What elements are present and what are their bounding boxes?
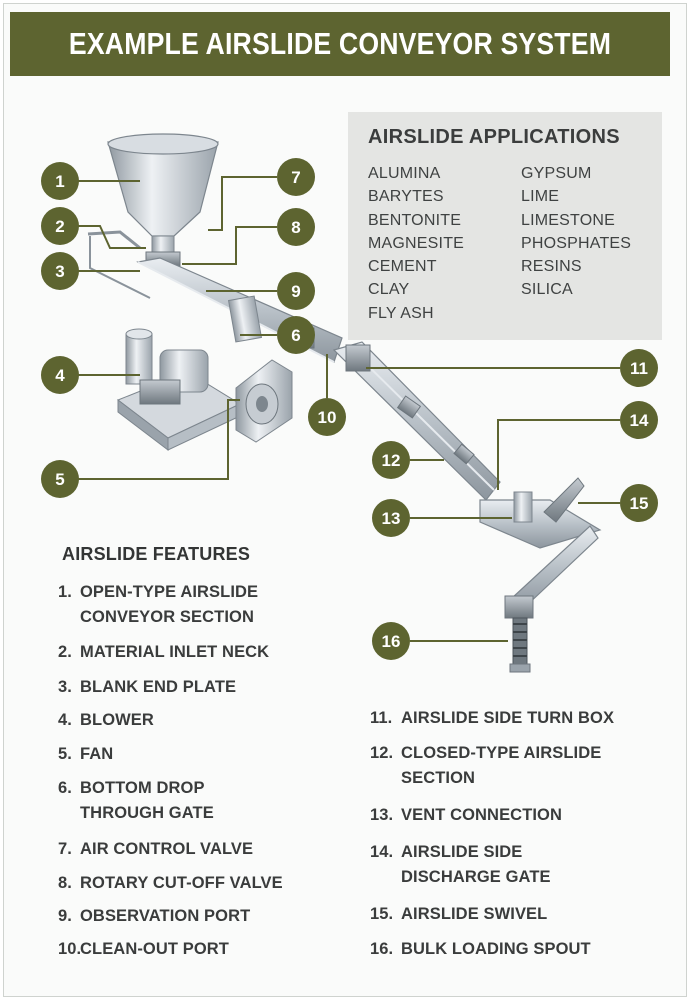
application-item: BENTONITE	[368, 211, 462, 229]
hopper-illustration	[87, 133, 219, 299]
feature-item: 7.AIR CONTROL VALVE	[58, 840, 254, 858]
svg-text:8: 8	[291, 218, 300, 237]
callout-16: 16	[372, 622, 410, 660]
closed-conveyor-illustration	[332, 341, 501, 501]
fan-illustration	[235, 359, 293, 443]
feature-item: 9.OBSERVATION PORT	[58, 907, 251, 925]
callout-1: 1	[41, 162, 79, 200]
feature-item: 12.CLOSED-TYPE AIRSLIDE SECTION	[370, 744, 602, 787]
application-item: LIMESTONE	[521, 211, 615, 229]
svg-text:13: 13	[382, 509, 401, 528]
callout-5: 5	[41, 460, 79, 498]
svg-text:9: 9	[291, 282, 300, 301]
feature-item: 15.AIRSLIDE SWIVEL	[370, 905, 548, 923]
feature-item: 13.VENT CONNECTION	[370, 806, 563, 824]
callout-11: 11	[620, 349, 658, 387]
header-banner: EXAMPLE AIRSLIDE CONVEYOR SYSTEM	[10, 12, 670, 76]
application-item: FLY ASH	[368, 304, 434, 322]
svg-text:11: 11	[630, 359, 648, 378]
feature-item: 8.ROTARY CUT-OFF VALVE	[58, 874, 283, 892]
blower-illustration	[116, 328, 242, 452]
application-item: PHOSPHATES	[521, 234, 632, 252]
svg-text:7: 7	[291, 168, 300, 187]
callout-15: 15	[620, 484, 658, 522]
application-item: MAGNESITE	[368, 234, 465, 252]
svg-text:5: 5	[55, 470, 64, 489]
features-title: AIRSLIDE FEATURES	[62, 544, 251, 564]
callout-6: 6	[277, 316, 315, 354]
svg-text:14: 14	[630, 411, 649, 430]
application-item: SILICA	[521, 281, 573, 299]
application-item: BARYTES	[368, 188, 444, 206]
feature-item: 5.FAN	[58, 745, 114, 763]
svg-text:2: 2	[55, 217, 64, 236]
callout-9: 9	[277, 272, 315, 310]
svg-text:4: 4	[55, 366, 65, 385]
application-item: ALUMINA	[368, 165, 441, 182]
callout-7: 7	[277, 158, 315, 196]
page-title: EXAMPLE AIRSLIDE CONVEYOR SYSTEM	[68, 26, 612, 61]
feature-item: 6.BOTTOM DROP THROUGH GATE	[58, 779, 214, 822]
application-item: LIME	[521, 188, 560, 206]
svg-text:6: 6	[291, 326, 300, 345]
leader-lines	[78, 176, 620, 642]
application-item: CLAY	[368, 281, 410, 299]
callout-2: 2	[41, 207, 79, 245]
svg-text:10: 10	[318, 408, 337, 427]
callout-14: 14	[620, 401, 658, 439]
callout-3: 3	[41, 252, 79, 290]
applications-panel: AIRSLIDE APPLICATIONS ALUMINA BARYTES BE…	[348, 112, 662, 340]
open-conveyor-illustration	[136, 257, 343, 363]
feature-item: 1.OPEN-TYPE AIRSLIDE CONVEYOR SECTION	[58, 583, 259, 626]
svg-text:15: 15	[630, 494, 649, 513]
callout-8: 8	[277, 208, 315, 246]
callout-10: 10	[308, 398, 346, 436]
feature-item: 3.BLANK END PLATE	[58, 678, 237, 696]
svg-text:12: 12	[382, 451, 401, 470]
callout-13: 13	[372, 499, 410, 537]
callout-12: 12	[372, 441, 410, 479]
svg-text:1: 1	[55, 172, 64, 191]
application-item: GYPSUM	[521, 165, 592, 182]
application-item: CEMENT	[368, 258, 437, 276]
svg-text:16: 16	[382, 632, 401, 651]
feature-item: 11.AIRSLIDE SIDE TURN BOX	[370, 709, 615, 727]
discharge-assembly-illustration	[479, 477, 602, 673]
applications-title: AIRSLIDE APPLICATIONS	[368, 126, 620, 148]
callout-4: 4	[41, 356, 79, 394]
feature-item: 10.CLEAN-OUT PORT	[58, 940, 229, 958]
applications-column-2: GYPSUM LIME LIMESTONE PHOSPHATES RESINS …	[521, 162, 631, 302]
svg-text:3: 3	[55, 262, 64, 281]
feature-item: 4.BLOWER	[58, 711, 154, 729]
feature-item: 2.MATERIAL INLET NECK	[58, 643, 270, 661]
application-item: RESINS	[521, 258, 582, 276]
feature-item: 14.AIRSLIDE SIDE DISCHARGE GATE	[370, 843, 551, 886]
applications-column-1: ALUMINA BARYTES BENTONITE MAGNESITE CEME…	[368, 162, 464, 325]
feature-item: 16.BULK LOADING SPOUT	[370, 940, 591, 958]
